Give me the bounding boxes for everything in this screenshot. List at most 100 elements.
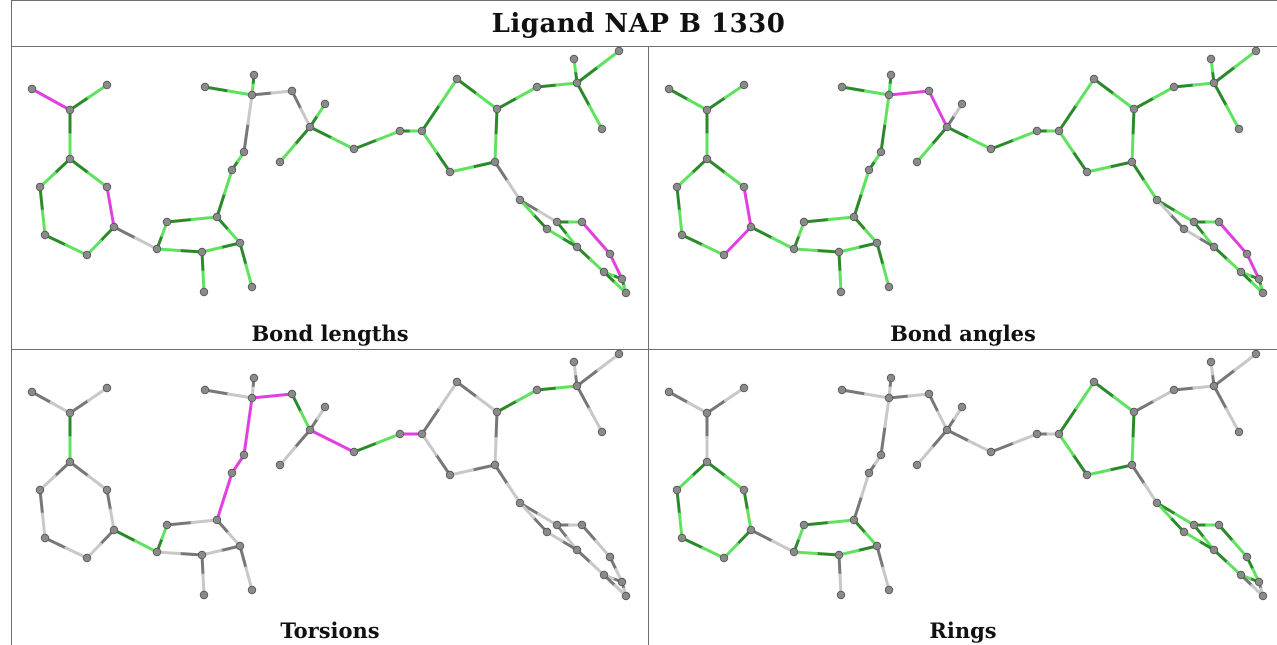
panel-torsions: Torsions — [12, 349, 648, 645]
caption-torsions: Torsions — [280, 618, 380, 643]
atom-f7 — [542, 527, 552, 537]
atom-c7 — [275, 157, 285, 167]
atom-a6 — [739, 182, 749, 192]
border-column-divider — [648, 46, 649, 645]
atom-b8 — [864, 165, 874, 175]
atom-f1 — [515, 498, 525, 508]
atom-f2 — [552, 520, 562, 530]
bond-b9-c3-b — [246, 93, 254, 125]
atom-c1 — [200, 82, 210, 92]
atom-a4 — [702, 457, 712, 467]
panel-rings: Rings — [649, 349, 1277, 645]
atom-f6 — [572, 242, 582, 252]
bond-e2-e4-b — [596, 49, 621, 69]
atom-c5 — [942, 122, 952, 132]
atom-d1 — [417, 429, 427, 439]
atom-f7 — [1179, 224, 1189, 234]
atom-d5 — [445, 470, 455, 480]
atom-d3 — [492, 104, 502, 114]
atom-e2 — [572, 78, 582, 88]
atom-c9 — [395, 429, 405, 439]
atom-d4 — [490, 157, 500, 167]
atom-b6 — [836, 287, 846, 297]
atom-c3 — [884, 90, 894, 100]
atom-e3 — [569, 357, 579, 367]
atom-b4 — [235, 541, 245, 551]
atom-d5 — [1082, 167, 1092, 177]
atom-a7 — [40, 230, 50, 240]
bond-e2-e4-a — [1212, 368, 1237, 388]
atom-f5 — [1254, 577, 1264, 587]
atom-e4 — [1251, 46, 1261, 56]
atom-e2 — [1209, 381, 1219, 391]
atom-f4 — [605, 552, 615, 562]
atom-a1 — [27, 84, 37, 94]
atom-a4 — [65, 154, 75, 164]
atom-c9 — [1032, 126, 1042, 136]
figure-title: Ligand NAP B 1330 — [491, 9, 786, 39]
atom-e4 — [1251, 349, 1261, 359]
bond-d3-d4-a — [1131, 107, 1136, 137]
atom-b3 — [849, 212, 859, 222]
caption-bond-lengths: Bond lengths — [251, 321, 409, 346]
atom-e5 — [597, 124, 607, 134]
atom-b3 — [212, 515, 222, 525]
bond-e2-e4-b — [1233, 352, 1258, 372]
bond-d3-d4-b — [1130, 437, 1135, 467]
atom-b9 — [239, 147, 249, 157]
bond-b9-c3-a — [242, 425, 250, 457]
atom-e3 — [569, 54, 579, 64]
atom-f4 — [605, 249, 615, 259]
atom-c9 — [395, 126, 405, 136]
bond-d1-d2-b — [438, 77, 459, 107]
panel-bond-lengths: Bond lengths — [12, 46, 648, 349]
molecule-rings — [664, 349, 1268, 601]
bond-d3-d4-a — [494, 410, 499, 440]
atom-a3 — [102, 80, 112, 90]
atom-a5 — [35, 182, 45, 192]
atom-b6 — [199, 287, 209, 297]
bond-e2-e5-b — [588, 407, 604, 434]
atom-c8 — [349, 447, 359, 457]
bond-d3-d4-b — [1130, 134, 1135, 164]
atom-f5 — [617, 274, 627, 284]
atom-d1 — [1054, 126, 1064, 136]
atom-f9 — [621, 288, 631, 298]
atom-d2 — [1089, 377, 1099, 387]
atom-f6 — [572, 545, 582, 555]
atom-c3 — [884, 393, 894, 403]
bond-b9-c3-b — [883, 93, 891, 125]
bond-e2-e5-a — [575, 81, 591, 108]
bond-e2-e5-a — [575, 384, 591, 411]
atom-a9 — [82, 250, 92, 260]
atom-c6 — [957, 99, 967, 109]
atom-a3 — [739, 80, 749, 90]
atom-e3 — [1206, 54, 1216, 64]
atom-b6 — [836, 590, 846, 600]
atom-b9 — [876, 450, 886, 460]
atom-a8 — [746, 222, 756, 232]
atom-a2 — [702, 408, 712, 418]
atom-b7 — [247, 585, 257, 595]
atom-e5 — [1234, 124, 1244, 134]
bond-e2-e4-a — [575, 65, 600, 85]
atom-c2 — [249, 70, 259, 80]
atom-a3 — [739, 383, 749, 393]
atom-f9 — [621, 591, 631, 601]
atom-c5 — [305, 425, 315, 435]
atom-b4 — [235, 238, 245, 248]
atom-e5 — [1234, 427, 1244, 437]
bond-d1-d2-a — [420, 406, 441, 436]
atom-f6 — [1209, 242, 1219, 252]
border-top — [11, 0, 1277, 1]
atom-d2 — [1089, 74, 1099, 84]
bond-e2-e4-a — [1212, 65, 1237, 85]
atom-a7 — [677, 230, 687, 240]
atom-e1 — [1169, 82, 1179, 92]
atom-a6 — [102, 182, 112, 192]
atom-f1 — [1152, 498, 1162, 508]
atom-b6 — [199, 590, 209, 600]
atom-f3 — [1214, 217, 1224, 227]
atom-e5 — [597, 427, 607, 437]
bond-b9-c3-a — [879, 122, 887, 154]
